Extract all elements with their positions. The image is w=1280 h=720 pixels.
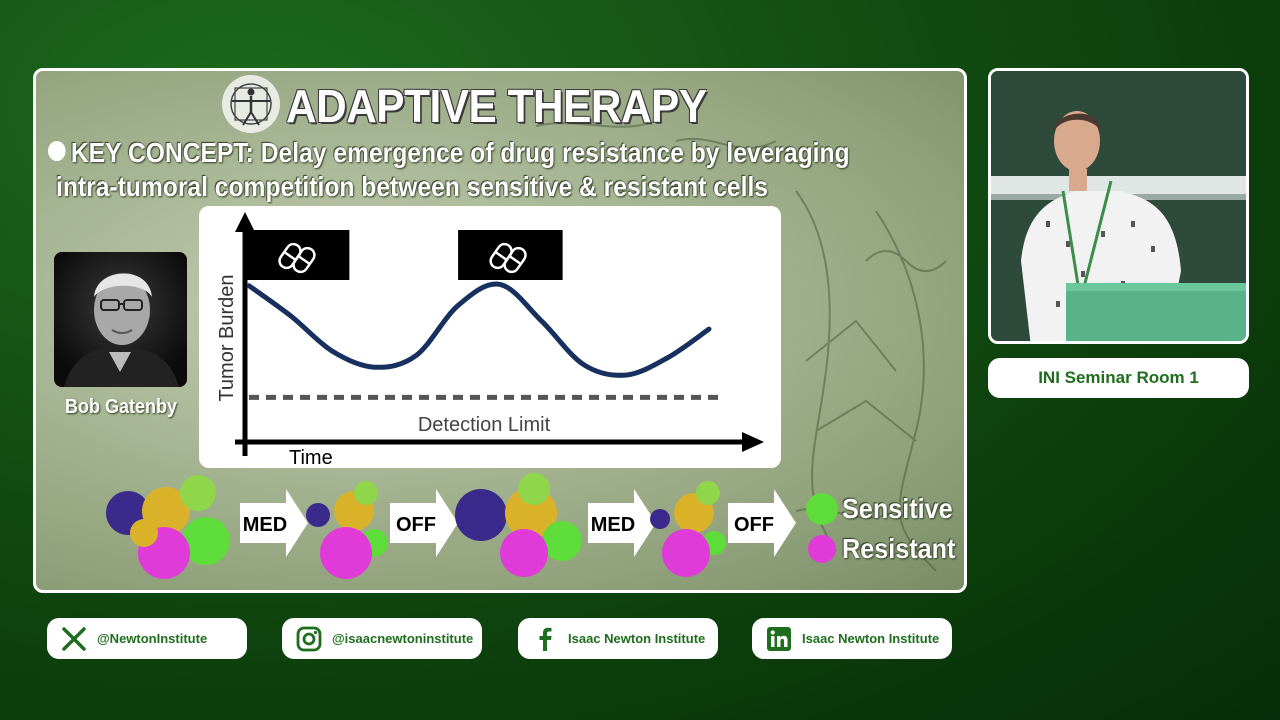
y-axis-arrow <box>235 212 255 232</box>
pill-icon <box>489 242 527 274</box>
speaker-portrait <box>54 252 187 387</box>
speaker-name: Bob Gatenby <box>64 396 177 418</box>
vitruvian-logo-icon <box>222 75 280 133</box>
key-concept-line-1: KEY CONCEPT: Delay emergence of drug res… <box>48 137 850 169</box>
detection-limit-label: Detection Limit <box>418 414 551 436</box>
flow-label-med-1: MED <box>243 514 287 536</box>
linkedin-icon <box>767 626 791 651</box>
slide-title: ADAPTIVE THERAPY <box>286 80 707 132</box>
key-concept-line-2: intra-tumoral competition between sensit… <box>56 171 769 202</box>
tumor-cluster-4 <box>650 481 726 577</box>
chart-panel: Tumor Burden Time Detection Limit <box>199 206 781 468</box>
treatment-band-2 <box>458 230 563 280</box>
presentation-slide: ADAPTIVE THERAPY KEY CONCEPT: Delay emer… <box>33 68 967 593</box>
social-facebook[interactable]: Isaac Newton Institute <box>518 618 718 659</box>
flow-label-off-1: OFF <box>396 514 436 536</box>
social-instagram-label: @isaacnewtoninstitute <box>332 631 474 646</box>
tumor-cluster-3 <box>455 473 582 577</box>
x-axis-arrow <box>742 432 764 452</box>
tumor-burden-line <box>246 281 712 378</box>
camera-feed <box>988 68 1249 344</box>
social-x-label: @NewtonInstitute <box>97 631 208 646</box>
sensitive-legend-icon <box>806 493 838 525</box>
facebook-icon <box>539 627 552 651</box>
bullet-icon <box>48 141 66 161</box>
pill-icon <box>278 242 316 274</box>
arrow-off-2: OFF <box>728 489 796 557</box>
arrow-med-2: MED <box>588 489 656 557</box>
room-label: INI Seminar Room 1 <box>988 358 1249 398</box>
cell-evolution-row: MED OFF MED <box>36 471 964 590</box>
social-x[interactable]: @NewtonInstitute <box>47 618 247 659</box>
flow-label-med-2: MED <box>591 514 635 536</box>
x-icon <box>62 626 86 651</box>
legend-sensitive: Sensitive <box>842 493 953 524</box>
instagram-icon <box>296 626 322 651</box>
treatment-band-1 <box>247 230 350 280</box>
tumor-burden-chart: Tumor Burden Time Detection Limit <box>216 212 764 468</box>
key-concept-text-1: KEY CONCEPT: Delay emergence of drug res… <box>70 137 850 168</box>
social-facebook-label: Isaac Newton Institute <box>568 631 706 646</box>
social-linkedin[interactable]: Isaac Newton Institute <box>752 618 952 659</box>
social-linkedin-label: Isaac Newton Institute <box>802 631 940 646</box>
flow-label-off-2: OFF <box>734 514 774 536</box>
arrow-med-1: MED <box>240 489 308 557</box>
tumor-cluster-2 <box>306 481 388 579</box>
social-instagram[interactable]: @isaacnewtoninstitute <box>282 618 482 659</box>
tumor-cluster-1 <box>106 475 230 579</box>
arrow-off-1: OFF <box>390 489 458 557</box>
legend-resistant: Resistant <box>842 533 956 564</box>
resistant-legend-icon <box>808 535 836 563</box>
y-axis-label: Tumor Burden <box>216 274 238 401</box>
x-axis-label: Time <box>289 447 333 468</box>
